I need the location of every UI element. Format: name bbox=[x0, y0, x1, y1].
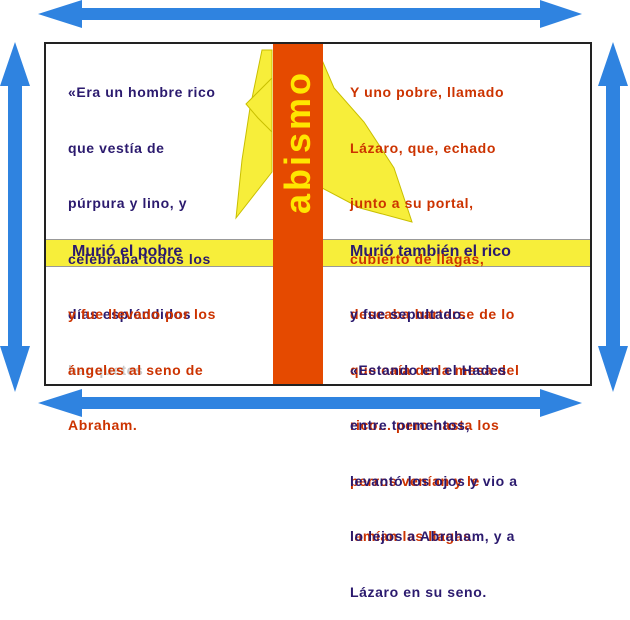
faded-text-line: banquetes bbox=[68, 361, 144, 378]
text-line: ángeles al seno de bbox=[68, 361, 204, 378]
band-right-label: Murió también el rico bbox=[350, 243, 511, 260]
rich-man-description: «Era un hombre rico que vestía de púrpur… bbox=[68, 46, 216, 398]
left-double-arrow bbox=[0, 42, 30, 392]
text-line: Lázaro en su seno. bbox=[350, 583, 487, 600]
abyss-label-text: abismo bbox=[277, 69, 319, 214]
text-line: Abraham. bbox=[68, 417, 138, 433]
text-line: «Estando en el Hades bbox=[350, 361, 507, 378]
band-left-label: Murió el pobre bbox=[72, 243, 183, 260]
text-line: Lázaro, que, echado bbox=[350, 139, 496, 156]
rich-man-fate: y fue sepultado. «Estando en el Hades en… bbox=[350, 268, 518, 620]
bottom-double-arrow bbox=[38, 389, 582, 417]
abyss-column bbox=[273, 44, 323, 384]
reaching-arrows bbox=[235, 49, 413, 223]
text-line: deseaba hartarse de lo bbox=[350, 306, 515, 322]
text-line: levantó los ojos y vio a bbox=[350, 472, 518, 489]
text-line: celebraba todos los bbox=[68, 250, 211, 267]
top-double-arrow bbox=[38, 0, 582, 28]
right-reaching-arrow bbox=[321, 59, 413, 223]
text-line: junto a su portal, bbox=[350, 195, 474, 211]
text-line: que caía de la mesa del bbox=[350, 361, 520, 378]
text-line: cubierto de llagas, bbox=[350, 250, 485, 267]
text-line: «Era un hombre rico bbox=[68, 84, 216, 100]
right-double-arrow bbox=[598, 42, 628, 392]
text-line: y fue sepultado. bbox=[350, 306, 467, 322]
poor-man-fate: y fue llevado por los ángeles al seno de… bbox=[68, 268, 216, 453]
text-line: púrpura y lino, y bbox=[68, 195, 188, 211]
left-reaching-arrow bbox=[235, 49, 273, 220]
text-line: Y uno pobre, llamado bbox=[350, 84, 505, 100]
text-line: y fue llevado por los bbox=[68, 306, 216, 322]
abyss-label: abismo bbox=[273, 44, 323, 239]
text-line: entre tormentos, bbox=[350, 417, 471, 433]
text-line: que vestía de bbox=[68, 139, 165, 156]
text-line: lo lejos a Abraham, y a bbox=[350, 528, 516, 544]
arrows-layer bbox=[0, 0, 628, 417]
text-line: días espléndidos bbox=[68, 306, 192, 322]
left-hands-shape bbox=[245, 76, 273, 134]
